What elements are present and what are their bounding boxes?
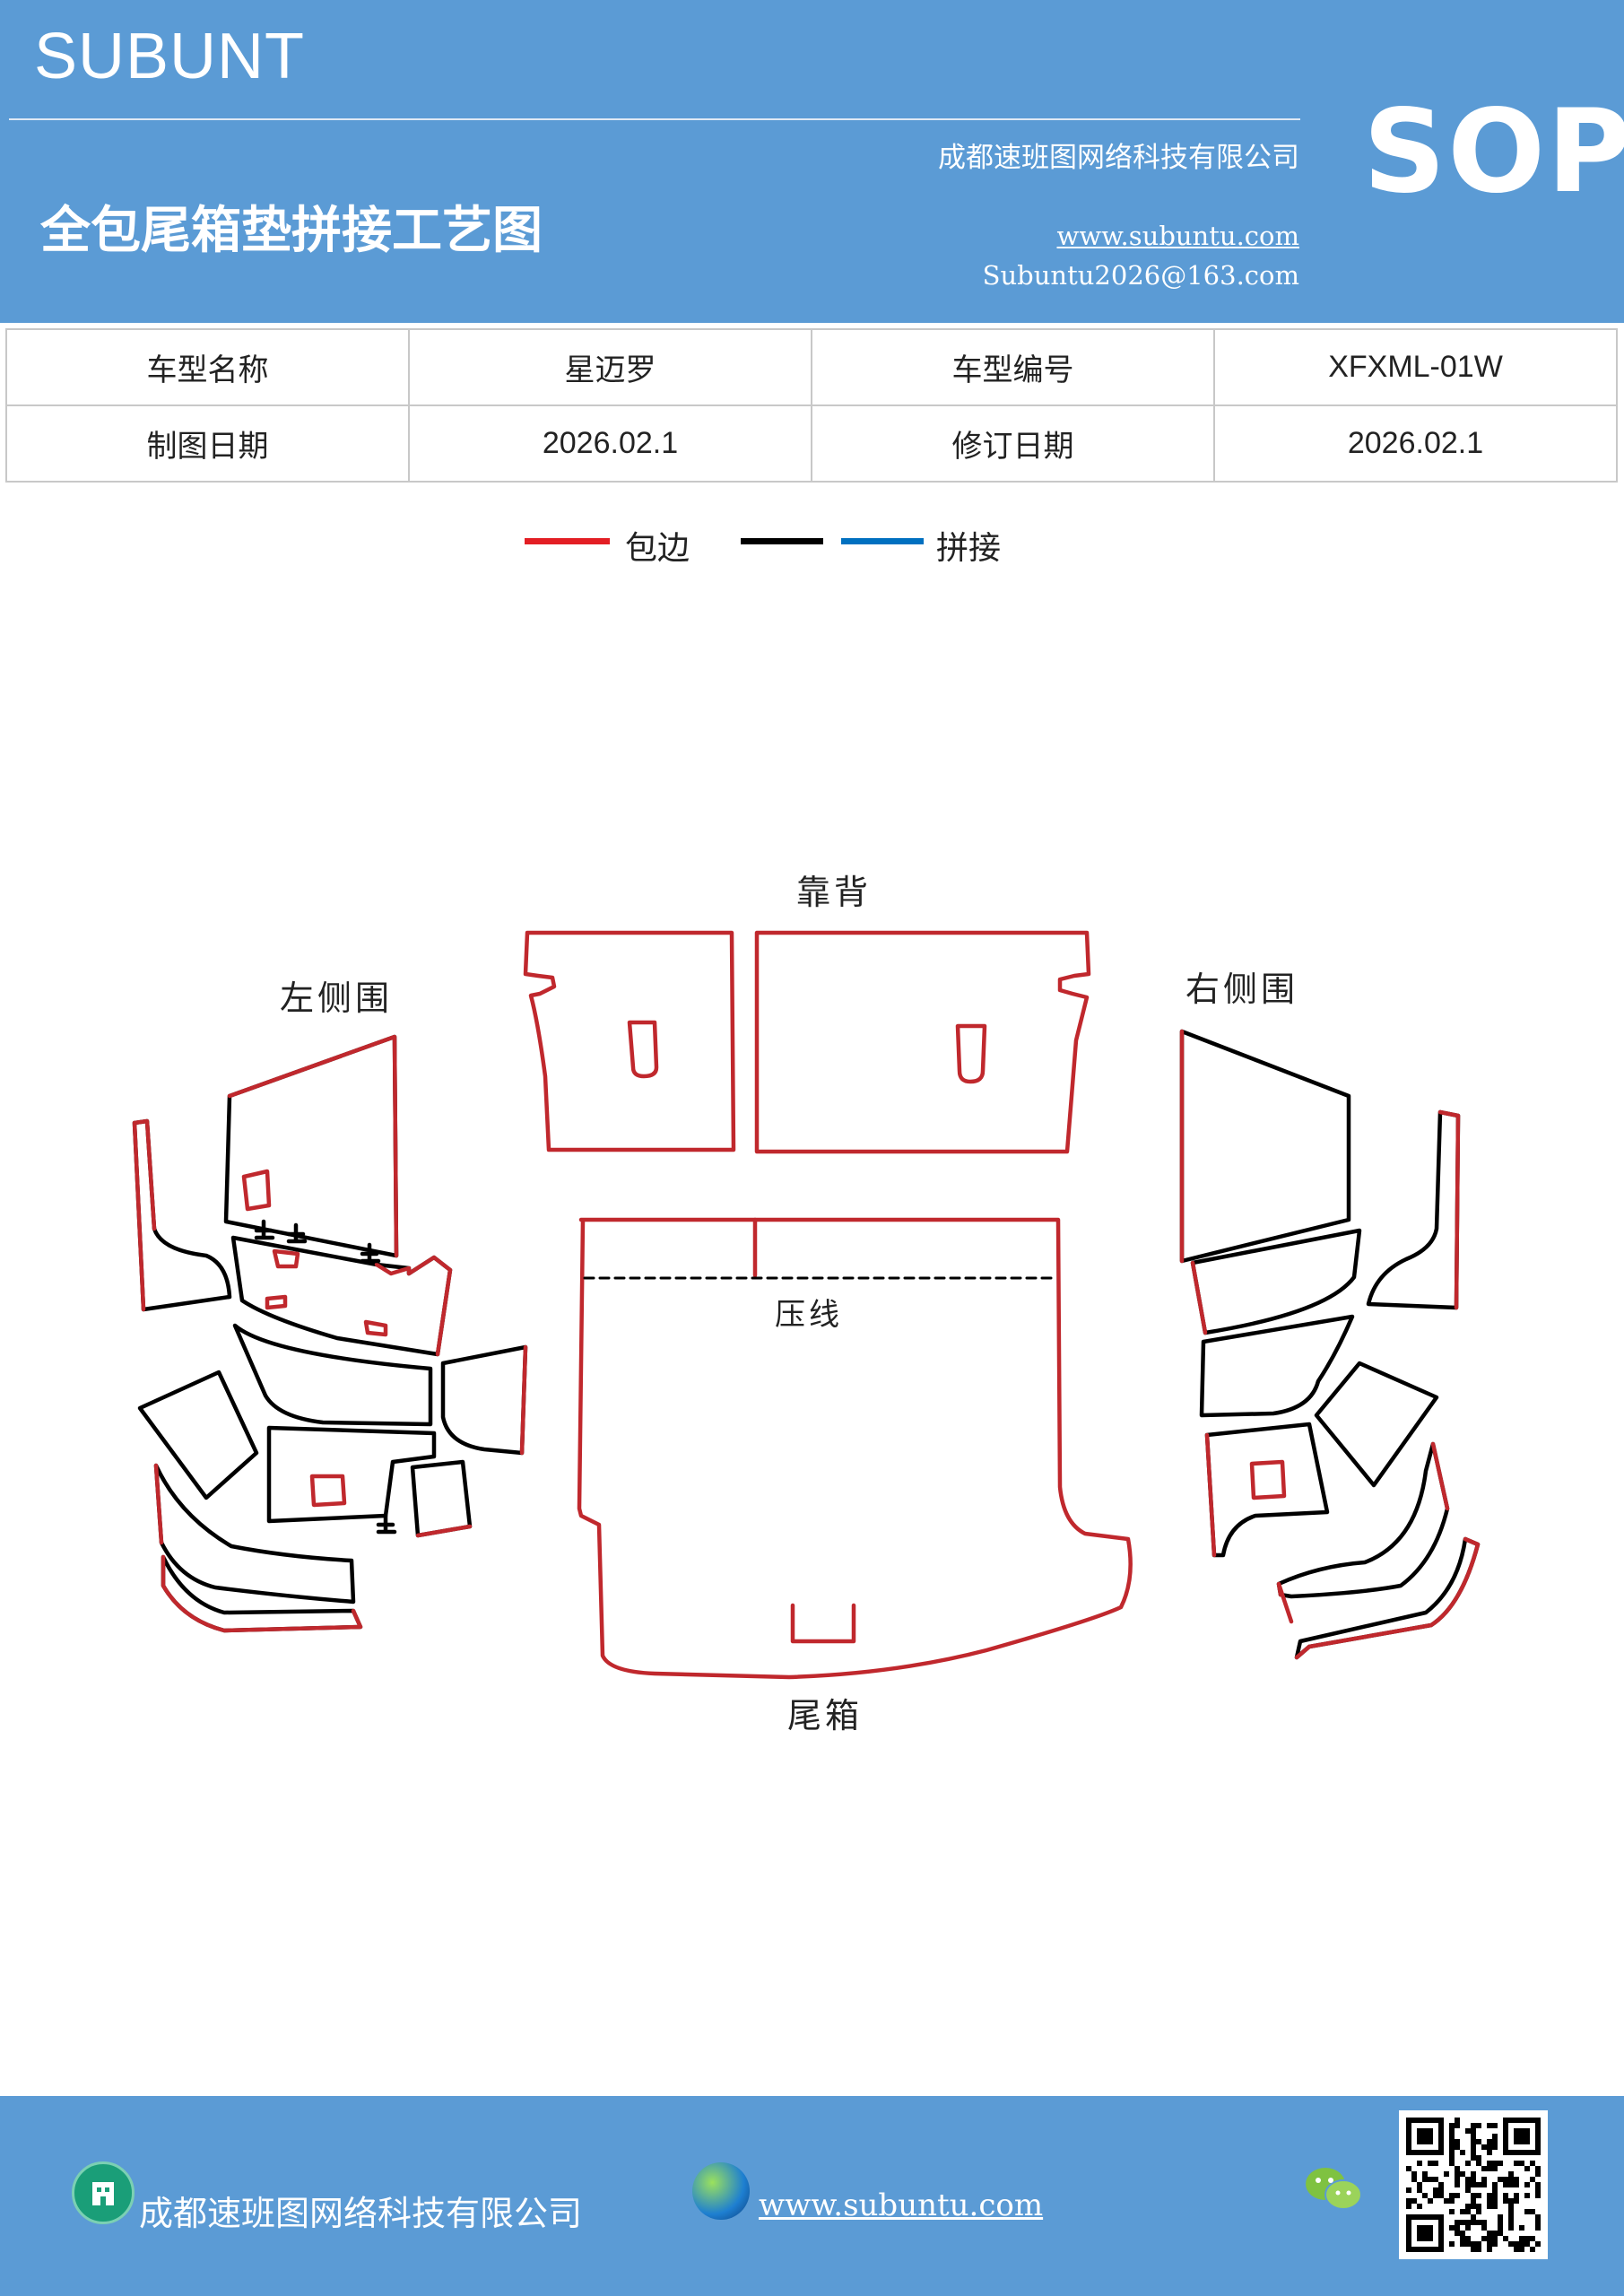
qr-code[interactable] xyxy=(1399,2110,1548,2259)
table-row: 制图日期 2026.02.1 修订日期 2026.02.1 xyxy=(5,404,1618,483)
email-address: Subuntu2026@163.com xyxy=(982,260,1299,291)
left-strip-outer-edge xyxy=(132,1118,157,1312)
legend-edge-line xyxy=(525,538,610,544)
right-wedge-panel xyxy=(1314,1361,1439,1488)
backrest-right-slot xyxy=(955,1023,987,1084)
left-mid-slot-a xyxy=(265,1294,288,1310)
model-name-value: 星迈罗 xyxy=(408,328,812,406)
left-arc-panel-edge xyxy=(153,1463,164,1545)
right-arc-panel-edge xyxy=(1276,1441,1450,1624)
left-trim-panel xyxy=(232,1323,433,1427)
backrest-right-panel xyxy=(754,930,1091,1154)
left-lower-slot xyxy=(309,1474,347,1508)
right-lower-panel-edge xyxy=(1204,1432,1217,1558)
right-panel-top xyxy=(1179,1029,1351,1264)
legend-edge-label: 包边 xyxy=(625,530,690,567)
left-mid-panel xyxy=(230,1235,453,1357)
seam-mark xyxy=(360,1242,381,1264)
label-right-side: 右侧围 xyxy=(1185,970,1299,1009)
legend-seam-label: 拼接 xyxy=(936,530,1002,567)
right-mid-panel xyxy=(1190,1228,1362,1335)
trunk-mat-diagram xyxy=(132,930,1481,1680)
label-backrest: 靠背 xyxy=(796,873,873,912)
trunk-floor-notch xyxy=(790,1603,856,1644)
left-lower-flap-edge xyxy=(415,1524,473,1538)
draw-date-value: 2026.02.1 xyxy=(408,404,812,483)
left-trim-side-edge xyxy=(519,1344,528,1456)
left-arc-panel xyxy=(153,1463,356,1605)
left-lower-flap xyxy=(410,1459,473,1538)
seam-mark xyxy=(286,1222,308,1244)
left-wedge-panel xyxy=(137,1370,259,1500)
revise-date-label: 修订日期 xyxy=(811,404,1215,483)
left-panel-hole xyxy=(241,1169,272,1212)
footer-company-name: 成都速班图网络科技有限公司 xyxy=(139,2194,583,2233)
footer-website-link[interactable]: www.subuntu.com xyxy=(759,2187,1044,2223)
right-strip-outer-edge xyxy=(1437,1109,1461,1310)
backrest-left-panel xyxy=(523,930,736,1152)
seam-mark xyxy=(376,1513,397,1535)
model-name-label: 车型名称 xyxy=(5,328,410,406)
right-lower-panel xyxy=(1204,1422,1330,1558)
website-link[interactable]: www.subuntu.com xyxy=(1056,221,1299,251)
label-trunk: 尾箱 xyxy=(787,1696,864,1735)
label-left-side: 左侧围 xyxy=(280,978,394,1018)
wechat-icon[interactable] xyxy=(1302,2162,1365,2216)
legend: 包边 拼接 xyxy=(0,520,1624,574)
header-banner: SUBUNT 成都速班图网络科技有限公司 全包尾箱垫拼接工艺图 www.subu… xyxy=(0,0,1624,323)
model-code-label: 车型编号 xyxy=(811,328,1215,406)
legend-seam-line xyxy=(841,538,924,544)
draw-date-label: 制图日期 xyxy=(5,404,410,483)
footer-banner: 成都速班图网络科技有限公司 www.subuntu.com xyxy=(0,2096,1624,2296)
document-title: 全包尾箱垫拼接工艺图 xyxy=(40,201,543,260)
right-arc-bottom xyxy=(1294,1536,1481,1660)
left-trim-side xyxy=(440,1344,528,1456)
revise-date-value: 2026.02.1 xyxy=(1213,404,1618,483)
right-arc-bottom-edge xyxy=(1294,1536,1481,1660)
model-code-value: XFXML-01W xyxy=(1213,328,1618,406)
left-strip-outer xyxy=(132,1118,232,1312)
globe-icon xyxy=(692,2162,750,2220)
label-crease: 压线 xyxy=(775,1297,843,1333)
trunk-floor-panel xyxy=(577,1217,1133,1680)
left-mid-panel-edge xyxy=(374,1255,453,1357)
backrest-left-slot xyxy=(627,1020,659,1079)
right-mid-panel-edge xyxy=(1190,1260,1208,1335)
right-lower-slot xyxy=(1249,1459,1287,1500)
right-strip-outer xyxy=(1366,1109,1461,1310)
left-lower-panel xyxy=(266,1425,437,1524)
legend-black-line xyxy=(741,538,823,544)
company-name: 成都速班图网络科技有限公司 xyxy=(938,142,1299,174)
header-divider xyxy=(9,118,1300,120)
building-icon xyxy=(72,2161,135,2224)
right-arc-panel xyxy=(1276,1441,1450,1599)
right-trim-panel xyxy=(1199,1314,1355,1418)
sop-badge: SOP xyxy=(1363,85,1624,219)
table-row: 车型名称 星迈罗 车型编号 XFXML-01W xyxy=(5,328,1618,406)
vehicle-info-table: 车型名称 星迈罗 车型编号 XFXML-01W 制图日期 2026.02.1 修… xyxy=(5,328,1618,483)
brand-name: SUBUNT xyxy=(34,21,306,92)
left-panel-top xyxy=(223,1034,399,1258)
seam-mark xyxy=(254,1219,275,1240)
left-arc-bottom-edge xyxy=(161,1554,363,1633)
left-mid-slot-b xyxy=(363,1319,388,1337)
left-panel-top-edge xyxy=(227,1034,399,1258)
left-mid-tab xyxy=(272,1248,300,1269)
